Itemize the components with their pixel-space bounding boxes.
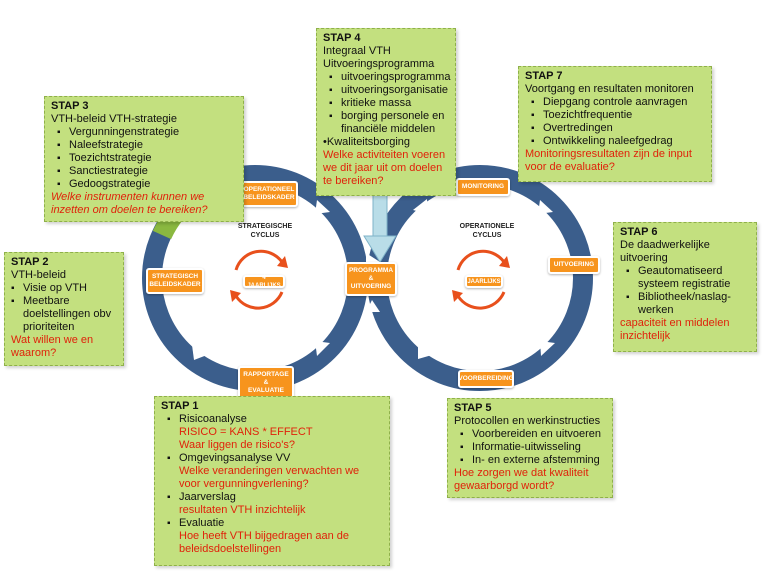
list-item: Vergunningenstrategie [57,126,237,139]
list-item: Evaluatie Hoe heeft VTH bijgedragen aan … [167,517,383,556]
list-item: Informatie-uitwisseling [460,441,606,454]
stap3-question: Welke instrumenten kunnen we inzetten om… [51,191,208,216]
stap1-item1: Risicoanalyse [179,413,247,425]
stap7-question: Monitoringsresultaten zijn de input voor… [525,148,692,173]
list-item: Naleefstrategie [57,139,237,152]
pill-programma-uitvoering: PROGRAMMA & UITVOERING [345,262,397,296]
stap4-extra: •Kwaliteitsborging [323,136,411,148]
stap6-box: STAP 6 De daadwerkelijke uitvoering Geau… [613,222,757,352]
list-item: Visie op VTH [11,282,117,295]
stap5-question: Hoe zorgen we dat kwaliteit gewaarborgd … [454,467,589,492]
strategic-cycle-title: STRATEGISCHE CYCLUS [237,223,293,239]
list-item: Diepgang controle aanvragen [531,96,705,109]
operational-cycle-title: OPERATIONELE CYCLUS [459,223,515,239]
stap2-list: Visie op VTH Meetbare doelstellingen obv… [11,282,117,334]
stap4-subtitle1: Integraal VTH [323,45,391,57]
list-item: uitvoeringsorganisatie [329,84,449,97]
stap2-question: Wat willen we en waarom? [11,334,94,359]
stap1-box: STAP 1 Risicoanalyse RISICO = KANS * EFF… [154,396,390,566]
stap1-item4: Evaluatie [179,517,225,529]
list-item: uitvoeringsprogramma [329,71,450,84]
pill-operationeel-beleidskader: OPERATIONEEL BELEIDSKADER [240,181,298,207]
stap4-box: STAP 4 Integraal VTH Uitvoeringsprogramm… [316,28,456,196]
list-item: Voorbereiden en uitvoeren [460,428,606,441]
stap2-title: STAP 2 [11,256,49,268]
stap1-list: Risicoanalyse RISICO = KANS * EFFECT Waa… [161,413,383,556]
stap1-item1-question: Waar liggen de risico's? [179,439,296,451]
stap1-item3-note: resultaten VTH inzichtelijk [179,504,306,516]
stap1-title: STAP 1 [161,400,199,412]
left-center-label: 4 JAARLIJKS [243,275,285,289]
list-item: Bibliotheek/naslag-werken [626,291,750,317]
pill-voorbereiding: VOORBEREIDING [458,370,514,388]
stap7-box: STAP 7 Voortgang en resultaten monitoren… [518,66,712,182]
stap7-title: STAP 7 [525,70,563,82]
stap3-subtitle: VTH-beleid VTH-strategie [51,113,177,125]
stap2-subtitle: VTH-beleid [11,269,67,281]
list-item: Ontwikkeling naleefgedrag [531,135,705,148]
list-item: Toezichtfrequentie [531,109,705,122]
stap7-list: Diepgang controle aanvragen Toezichtfreq… [525,96,705,148]
list-item: In- en externe afstemming [460,454,606,467]
stap4-subtitle2: Uitvoeringsprogramma [323,58,435,70]
stap6-subtitle: De daadwerkelijke uitvoering [620,239,710,264]
list-item: Overtredingen [531,122,705,135]
stap2-box: STAP 2 VTH-beleid Visie op VTH Meetbare … [4,252,124,366]
stap1-item1-formula: RISICO = KANS * EFFECT [179,426,313,438]
list-item: Jaarverslag resultaten VTH inzichtelijk [167,491,383,517]
list-item: Risicoanalyse RISICO = KANS * EFFECT Waa… [167,413,383,452]
list-item: borging personele en financiële middelen [329,110,449,136]
stap5-box: STAP 5 Protocollen en werkinstructies Vo… [447,398,613,498]
list-item: kritieke massa [329,97,449,110]
stap3-list: Vergunningenstrategie Naleefstrategie To… [51,126,237,191]
list-item: Gedoogstrategie [57,178,237,191]
list-item: Sanctiestrategie [57,165,237,178]
stap3-box: STAP 3 VTH-beleid VTH-strategie Vergunni… [44,96,244,222]
pill-strategisch-beleidskader: STRATEGISCH BELEIDSKADER [146,268,204,294]
stap5-list: Voorbereiden en uitvoeren Informatie-uit… [454,428,606,467]
stap5-title: STAP 5 [454,402,492,414]
stap7-subtitle: Voortgang en resultaten monitoren [525,83,694,95]
list-item: Geautomatiseerd systeem registratie [626,265,750,291]
pill-rapportage-evaluatie: RAPPORTAGE & EVALUATIE [238,366,294,400]
list-item: Omgevingsanalyse VV Welke veranderingen … [167,452,383,491]
list-item: Meetbare doelstellingen obv prioriteiten [11,295,117,334]
pill-monitoring: MONITORING [456,178,510,196]
stap6-question: capaciteit en middelen inzichtelijk [620,317,730,342]
right-center-label: JAARLIJKS [465,275,503,288]
stap1-item4-question: Hoe heeft VTH bijgedragen aan de beleids… [179,530,350,555]
pill-uitvoering: UITVOERING [548,256,600,274]
stap6-title: STAP 6 [620,226,658,238]
left-inner-arrows [230,249,288,310]
stap4-question: Welke activiteiten voeren we dit jaar ui… [323,149,446,187]
stap4-title: STAP 4 [323,32,361,44]
stap1-item2: Omgevingsanalyse VV [179,452,291,464]
stap3-title: STAP 3 [51,100,89,112]
stap4-list: uitvoeringsprogramma uitvoeringsorganisa… [323,71,450,136]
stap5-subtitle: Protocollen en werkinstructies [454,415,601,427]
stap1-item3: Jaarverslag [179,491,236,503]
stap1-item2-question: Welke veranderingen verwachten we voor v… [179,465,360,490]
stap6-list: Geautomatiseerd systeem registratie Bibl… [620,265,750,317]
list-item: Toezichtstrategie [57,152,237,165]
right-inner-arrows [452,249,510,310]
